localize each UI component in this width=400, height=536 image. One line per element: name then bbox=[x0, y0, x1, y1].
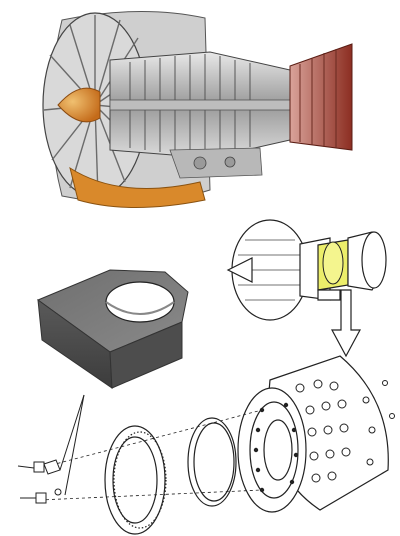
locator-arrow bbox=[330, 289, 362, 358]
assembly-axes bbox=[39, 409, 263, 501]
bracket-bore bbox=[105, 281, 175, 323]
housing bbox=[237, 355, 395, 513]
exploded-assembly bbox=[17, 355, 395, 535]
engine-locator bbox=[226, 219, 387, 321]
fan-case-orange bbox=[69, 166, 206, 208]
bracket-photo bbox=[36, 269, 189, 389]
front-ring bbox=[104, 425, 167, 535]
fasteners bbox=[17, 459, 62, 504]
turbine-stages bbox=[299, 49, 337, 148]
locator-spinner bbox=[226, 257, 253, 283]
turbine-exhaust bbox=[289, 43, 353, 151]
seal-ring bbox=[187, 417, 237, 507]
accessory-gearbox bbox=[169, 147, 263, 179]
engine-cutaway bbox=[42, 10, 353, 208]
leader-lines bbox=[59, 394, 85, 496]
spinner bbox=[57, 87, 101, 123]
